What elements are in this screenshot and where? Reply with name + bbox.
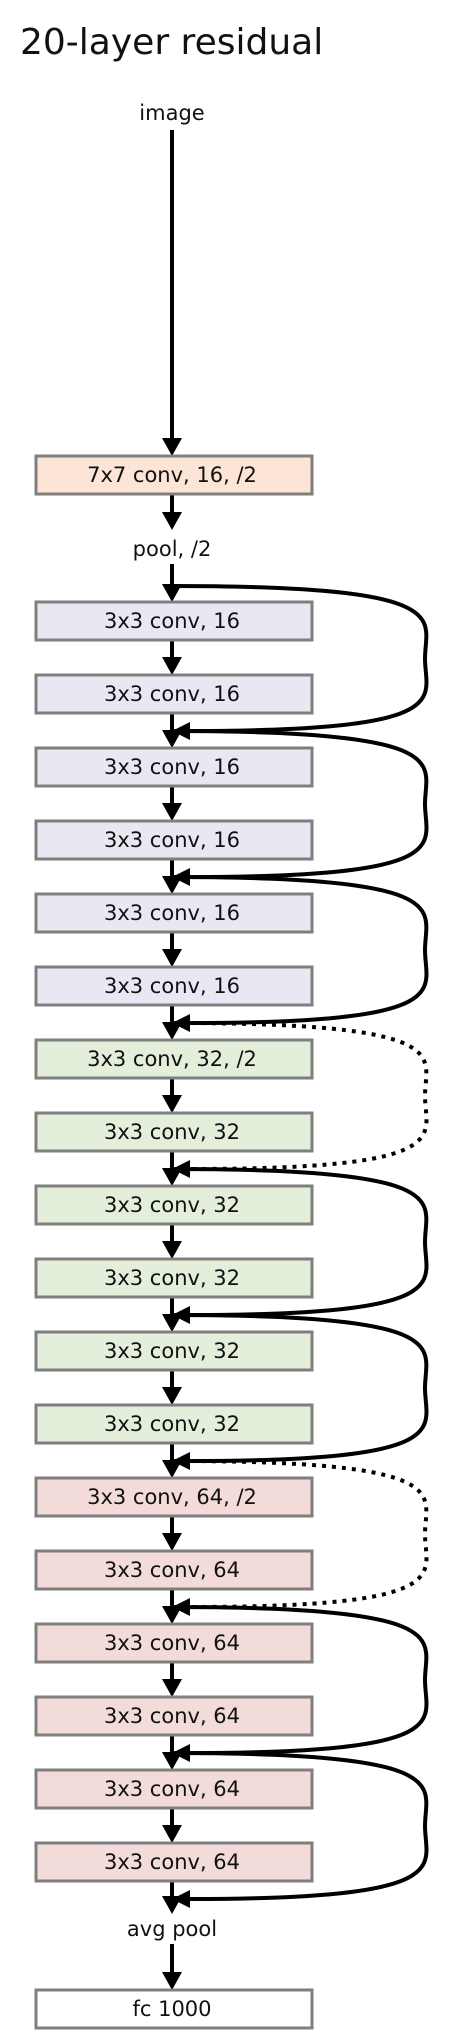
layer-label: 3x3 conv, 32 — [104, 1120, 240, 1144]
layer-rect — [34, 892, 314, 934]
layer-rect — [34, 819, 314, 861]
layer-label-pool-2: pool, /2 — [133, 537, 212, 561]
layer-rect — [34, 1038, 314, 1080]
layer-rect — [34, 1403, 314, 1445]
arrow-layer-16-head — [162, 1679, 182, 1697]
diagram-title: 20-layer residual — [20, 22, 323, 63]
arrow-image-to-stem-head — [162, 438, 182, 456]
layer-label: fc 1000 — [132, 1997, 211, 2021]
layer-rect — [34, 673, 314, 715]
layer-label-avg-pool: avg pool — [127, 1917, 217, 1941]
layer-box-10: 3x3 conv, 32 — [34, 1184, 314, 1226]
skip-connection-2 — [171, 875, 429, 1025]
arrow-avgpool-to-fc-head — [162, 1972, 182, 1990]
layer-label: 3x3 conv, 16 — [104, 755, 240, 779]
input-label: image — [139, 101, 204, 125]
layer-label: 3x3 conv, 64, /2 — [87, 1485, 257, 1509]
layer-box-2: 3x3 conv, 16 — [34, 600, 314, 642]
layer-label: 3x3 conv, 16 — [104, 974, 240, 998]
layer-rect — [34, 454, 314, 496]
arrow-pool-to-block-head — [162, 584, 182, 602]
layer-label: 3x3 conv, 32, /2 — [87, 1047, 257, 1071]
layer-box-15: 3x3 conv, 64 — [34, 1549, 314, 1591]
skip-connection-4 — [171, 1167, 429, 1317]
arrow-layer-5-head — [162, 876, 182, 894]
layer-box-16: 3x3 conv, 64 — [34, 1622, 314, 1664]
arrow-layer-4-head — [162, 803, 182, 821]
arrow-layer-18-head — [162, 1825, 182, 1843]
layer-label: 3x3 conv, 16 — [104, 828, 240, 852]
arrow-layer-17-head — [162, 1752, 182, 1770]
arrow-layer-3-head — [162, 730, 182, 748]
layer-rect — [34, 1768, 314, 1810]
arrow-layer-13-head — [162, 1460, 182, 1478]
skip-connection-5 — [171, 1313, 429, 1463]
layer-rect — [34, 1549, 314, 1591]
layer-box-5: 3x3 conv, 16 — [34, 819, 314, 861]
layer-label: 7x7 conv, 16, /2 — [87, 463, 257, 487]
skip-connection-7 — [171, 1605, 429, 1755]
layer-rect — [34, 1988, 314, 2030]
layer-box-14: 3x3 conv, 64, /2 — [34, 1476, 314, 1518]
layer-rect — [34, 1622, 314, 1664]
arrow-layer-8-head — [162, 1095, 182, 1113]
layer-box-19: 3x3 conv, 64 — [34, 1841, 314, 1883]
layer-stack: 7x7 conv, 16, /2 pool, /2 3x3 conv, 16 3x3 … — [34, 454, 314, 2030]
layer-label: 3x3 conv, 64 — [104, 1631, 240, 1655]
layer-rect — [34, 746, 314, 788]
layer-box-3: 3x3 conv, 16 — [34, 673, 314, 715]
layer-label: 3x3 conv, 32 — [104, 1193, 240, 1217]
layer-box-17: 3x3 conv, 64 — [34, 1695, 314, 1737]
layer-rect — [34, 600, 314, 642]
layer-label: 3x3 conv, 64 — [104, 1850, 240, 1874]
layer-box-21: fc 1000 — [34, 1988, 314, 2030]
layer-rect — [34, 1111, 314, 1153]
layer-label: 3x3 conv, 32 — [104, 1266, 240, 1290]
layer-box-18: 3x3 conv, 64 — [34, 1768, 314, 1810]
skip-connection-8 — [171, 1751, 429, 1901]
layer-box-7: 3x3 conv, 16 — [34, 965, 314, 1007]
arrow-layer-15-head — [162, 1606, 182, 1624]
skip-arrow-head-8 — [172, 1890, 190, 1908]
layer-rect — [34, 1476, 314, 1518]
layer-label: 3x3 conv, 16 — [104, 682, 240, 706]
layer-label: 3x3 conv, 64 — [104, 1777, 240, 1801]
layer-label: 3x3 conv, 16 — [104, 901, 240, 925]
skip-connection-1 — [171, 729, 429, 879]
arrow-layer-6-head — [162, 949, 182, 967]
layer-box-9: 3x3 conv, 32 — [34, 1111, 314, 1153]
layer-rect — [34, 1184, 314, 1226]
layer-box-0: 7x7 conv, 16, /2 — [34, 454, 314, 496]
arrow-layer-12-head — [162, 1387, 182, 1405]
layer-box-13: 3x3 conv, 32 — [34, 1403, 314, 1445]
layer-box-6: 3x3 conv, 16 — [34, 892, 314, 934]
arrow-layer-7-head — [162, 1022, 182, 1040]
arrow-layer-14-head — [162, 1533, 182, 1551]
layer-box-8: 3x3 conv, 32, /2 — [34, 1038, 314, 1080]
layer-label: 3x3 conv, 64 — [104, 1558, 240, 1582]
layer-label: 3x3 conv, 32 — [104, 1412, 240, 1436]
main-path-arrows — [162, 130, 182, 1990]
layer-box-11: 3x3 conv, 32 — [34, 1257, 314, 1299]
layer-rect — [34, 1257, 314, 1299]
layer-rect — [34, 1695, 314, 1737]
layer-rect — [34, 965, 314, 1007]
layer-box-12: 3x3 conv, 32 — [34, 1330, 314, 1372]
arrow-layer-9-head — [162, 1168, 182, 1186]
layer-label: 3x3 conv, 32 — [104, 1339, 240, 1363]
arrow-to-avgpool-head — [162, 1896, 182, 1914]
arrow-stem-to-pool-head — [162, 512, 182, 530]
layer-box-4: 3x3 conv, 16 — [34, 746, 314, 788]
skip-connection-0 — [171, 584, 429, 733]
layer-label: 3x3 conv, 16 — [104, 609, 240, 633]
layer-label: 3x3 conv, 64 — [104, 1704, 240, 1728]
layer-rect — [34, 1330, 314, 1372]
arrow-layer-11-head — [162, 1314, 182, 1332]
layer-rect — [34, 1841, 314, 1883]
arrow-layer-10-head — [162, 1241, 182, 1259]
arrow-layer-2-head — [162, 657, 182, 675]
